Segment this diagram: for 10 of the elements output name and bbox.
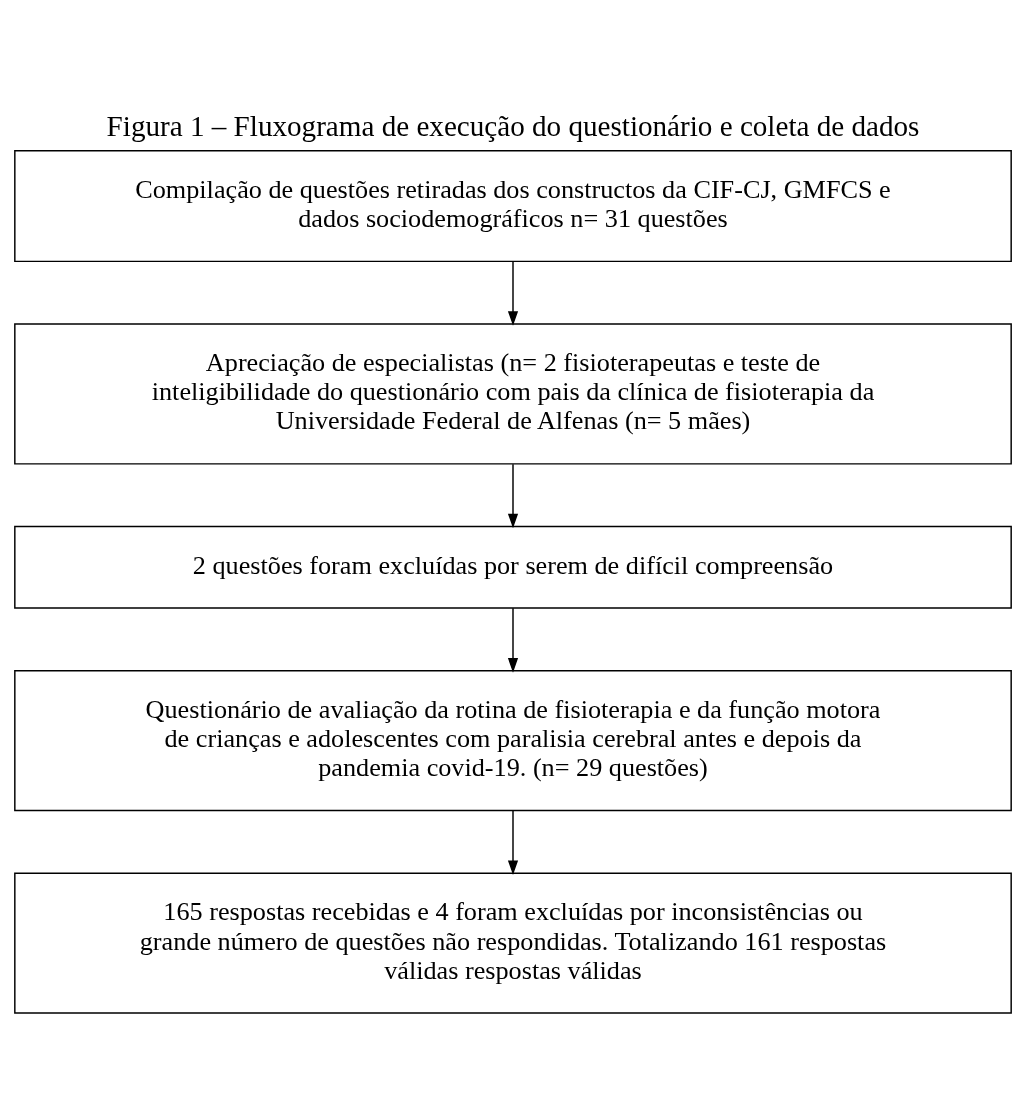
node-box: 2 questões foram excluídas por serem de difícil compreensão [13, 525, 1012, 609]
node-box: 165 respostas recebidas e 4 foram excluídas por inconsistências ou grande número de questões não respondidas. Totalizando 161 respostas válidas respostas válidas [13, 871, 1012, 1014]
arrow [507, 260, 518, 326]
node-box: Apreciação de especialistas (n= 2 fisioterapeutas e teste de inteligibilidade do questionário com pais da clínica de fisioterapia da Universidade Federal de Alfenas (n= 5 mães) [13, 322, 1012, 465]
node-box: Questionário de avaliação da rotina de fisioterapia e da função motora de crianças e adolescentes com paralisia cerebral antes e depois da pandemia covid-19. (n= 29 questões) [13, 669, 1012, 811]
diagram-title: Figura 1 – Fluxograma de execução do questionário e coleta de dados [106, 109, 919, 142]
arrow [507, 607, 518, 673]
arrow [507, 463, 518, 528]
node-box: Compilação de questões retiradas dos constructos da CIF-CJ, GMFCS e dados sociodemográficos n= 31 questões [13, 149, 1012, 262]
arrow [507, 809, 518, 875]
